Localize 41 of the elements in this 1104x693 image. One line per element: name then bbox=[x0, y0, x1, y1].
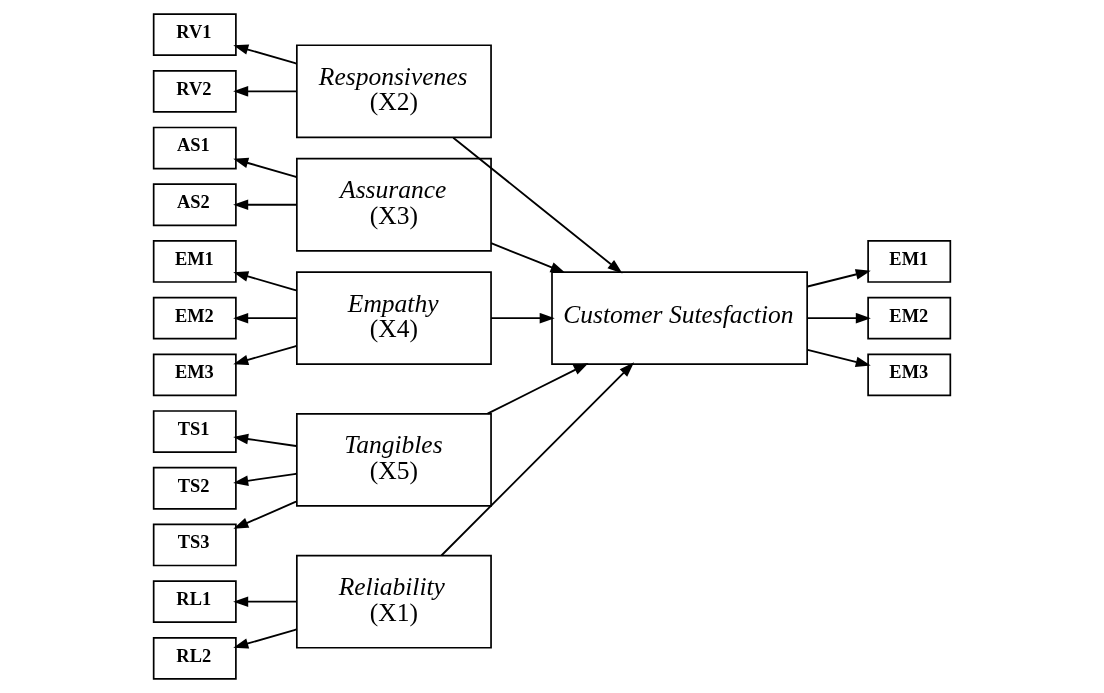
arrow bbox=[233, 157, 298, 178]
node-box: RV2 bbox=[152, 69, 237, 113]
node-box: Tangibles (X5) bbox=[296, 412, 492, 507]
arrow bbox=[233, 86, 298, 97]
node-box: EM3 bbox=[152, 353, 237, 397]
node-box: AS2 bbox=[152, 183, 237, 227]
node-box: TS1 bbox=[152, 410, 237, 453]
node-box: Assurance (X3) bbox=[296, 157, 492, 252]
arrow bbox=[233, 344, 298, 366]
node-box: AS1 bbox=[152, 126, 237, 170]
node-box: RV1 bbox=[152, 13, 237, 57]
arrow bbox=[233, 433, 298, 447]
arrow bbox=[233, 500, 298, 529]
arrow bbox=[806, 312, 871, 324]
arrow bbox=[233, 596, 298, 607]
arrow bbox=[490, 242, 566, 273]
node-box: Empathy (X4) bbox=[296, 271, 492, 366]
node-box: EM2 bbox=[152, 296, 237, 340]
arrow bbox=[490, 312, 555, 324]
node-box: Responsivenes (X2) bbox=[296, 44, 492, 139]
arrow bbox=[233, 44, 298, 65]
arrow bbox=[806, 269, 871, 288]
node-box: Customer Sutesfaction bbox=[551, 271, 808, 366]
arrow bbox=[452, 136, 623, 274]
node-box: RL2 bbox=[152, 636, 237, 680]
node-box: TS3 bbox=[152, 523, 237, 567]
arrow bbox=[233, 472, 298, 486]
arrow bbox=[440, 362, 635, 557]
arrow bbox=[233, 312, 298, 324]
arrow bbox=[806, 348, 871, 368]
node-box: TS2 bbox=[152, 466, 237, 510]
node-box: Reliability (X1) bbox=[296, 554, 492, 649]
arrow bbox=[233, 271, 298, 292]
arrow bbox=[486, 363, 589, 415]
node-box: EM3 bbox=[867, 353, 952, 397]
node-box: EM1 bbox=[152, 240, 237, 283]
node-box: EM2 bbox=[867, 296, 952, 340]
arrow bbox=[233, 628, 298, 649]
node-box: RL1 bbox=[152, 580, 237, 624]
arrow bbox=[233, 199, 298, 210]
node-box: EM1 bbox=[867, 240, 952, 283]
